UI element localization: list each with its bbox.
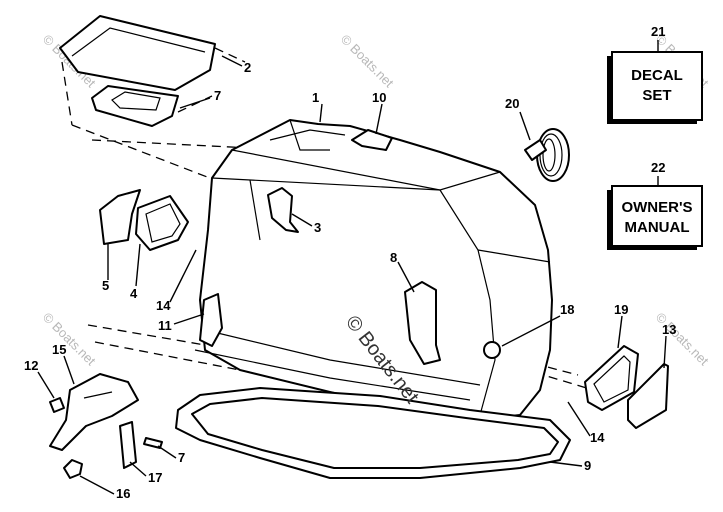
- part-4-access-plate: [135, 195, 189, 251]
- part-11-clip: [199, 293, 223, 347]
- part-17-clip-plate: [119, 421, 137, 469]
- part-10-handle: [351, 129, 393, 151]
- part-12-nut: [49, 397, 65, 413]
- callout-6: 7: [178, 450, 185, 465]
- kit-box-owners-manual: OWNER'S MANUAL: [607, 185, 703, 250]
- part-1-motor-cover: [194, 119, 553, 421]
- callout-8: 8: [390, 250, 397, 265]
- kit-box-decal-set: DECAL SET: [607, 51, 703, 124]
- callout-12: 12: [24, 358, 38, 373]
- callout-5: 5: [102, 278, 109, 293]
- callout-3: 3: [314, 220, 321, 235]
- part-16-bumper: [63, 459, 83, 479]
- watermark-right-mid: © Boats.net: [653, 310, 712, 369]
- callout-4: 4: [130, 286, 138, 301]
- manual-line-1: OWNER'S: [621, 199, 692, 216]
- callout-leaders: [37, 40, 667, 495]
- callout-7: 7: [214, 88, 221, 103]
- part-5-shield: [99, 189, 141, 245]
- decal-line-2: SET: [642, 87, 671, 104]
- part-3-bracket: [267, 187, 299, 233]
- part-18-grommet: [483, 341, 501, 359]
- callout-16: 16: [116, 486, 130, 501]
- callout-21: 21: [651, 24, 665, 39]
- part-20-coil: [524, 128, 570, 182]
- watermark-left-mid: © Boats.net: [40, 310, 99, 369]
- watermark-top: © Boats.net: [338, 32, 397, 91]
- callout-2: 2: [244, 60, 251, 75]
- callout-19: 19: [614, 302, 628, 317]
- callout-14-left: 14: [156, 298, 171, 313]
- callout-20: 20: [505, 96, 519, 111]
- callout-9: 9: [584, 458, 591, 473]
- part-2-cover-plate: [59, 15, 216, 91]
- callout-11: 11: [158, 318, 172, 333]
- callout-numbers: 21 22 1 10 20 2 7 3 5 4 8 14 11 12 15 18…: [24, 24, 676, 501]
- part-15-bracket-arm: [49, 373, 139, 451]
- callout-1: 1: [312, 90, 319, 105]
- callout-18: 18: [560, 302, 574, 317]
- callout-22: 22: [651, 160, 665, 175]
- part-19-window-frame: [584, 345, 639, 411]
- callout-17: 17: [148, 470, 162, 485]
- part-8-side-latch: [404, 281, 441, 365]
- part-9-seal: [175, 387, 571, 479]
- callout-10: 10: [372, 90, 386, 105]
- callout-15: 15: [52, 342, 66, 357]
- callout-13: 13: [662, 322, 676, 337]
- manual-line-2: MANUAL: [625, 219, 690, 236]
- decal-line-1: DECAL: [631, 67, 683, 84]
- callout-14-right: 14: [590, 430, 605, 445]
- part-7-gasket: [91, 85, 179, 127]
